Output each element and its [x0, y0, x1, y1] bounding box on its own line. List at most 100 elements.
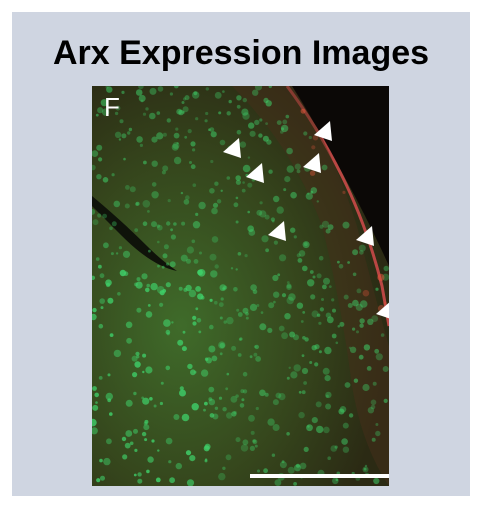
- green-cell-signal: [218, 472, 226, 481]
- green-cell-signal: [99, 458, 103, 463]
- green-cell-signal: [138, 94, 146, 102]
- green-cell-signal: [95, 113, 99, 117]
- green-cell-signal: [352, 327, 356, 331]
- green-cell-signal: [189, 455, 196, 462]
- green-cell-signal: [281, 127, 285, 131]
- green-cell-signal: [255, 356, 261, 362]
- green-cell-signal: [113, 200, 121, 208]
- green-cell-signal: [319, 224, 324, 229]
- green-cell-signal: [92, 313, 97, 321]
- green-cell-signal: [214, 300, 218, 305]
- pial-surface: [285, 86, 389, 327]
- green-cell-signal: [190, 164, 196, 170]
- green-cell-signal: [263, 97, 269, 103]
- green-cell-signal: [122, 454, 128, 460]
- green-cell-signal: [266, 139, 272, 145]
- green-cell-signal: [272, 219, 275, 223]
- green-cell-signal: [235, 220, 239, 224]
- green-cell-signal: [142, 370, 145, 374]
- green-cell-signal: [233, 202, 239, 208]
- green-cell-signal: [173, 132, 180, 139]
- arrowhead-icon: [314, 121, 332, 141]
- green-cell-signal: [118, 138, 122, 141]
- green-cell-signal: [173, 156, 182, 165]
- green-cell-signal: [210, 270, 218, 278]
- green-cell-signal: [190, 141, 196, 147]
- green-cell-signal: [306, 424, 313, 432]
- green-cell-signal: [141, 273, 148, 280]
- green-cell-signal: [362, 466, 369, 473]
- green-cell-signal: [265, 122, 268, 125]
- green-cell-signal: [173, 414, 180, 420]
- green-cell-signal: [281, 460, 285, 464]
- green-cell-signal: [252, 439, 256, 443]
- green-cell-signal: [114, 111, 119, 116]
- green-cell-signal: [286, 165, 294, 173]
- green-cell-signal: [209, 253, 217, 261]
- red-cell-signal: [312, 134, 319, 141]
- green-cell-signal: [214, 91, 222, 99]
- green-cell-signal: [252, 289, 258, 295]
- dark-exterior: [292, 86, 389, 266]
- green-cell-signal: [211, 355, 218, 362]
- green-cell-signal: [186, 479, 195, 486]
- green-cell-signal: [146, 469, 150, 474]
- green-cell-signal: [105, 282, 111, 288]
- green-cell-signal: [325, 228, 331, 234]
- green-cell-signal: [247, 225, 254, 232]
- green-cell-signal: [243, 389, 248, 394]
- green-cell-signal: [235, 179, 241, 185]
- green-cell-signal: [136, 136, 143, 143]
- green-cell-signal: [131, 355, 138, 362]
- green-cell-signal: [204, 459, 208, 463]
- green-cell-signal: [179, 389, 186, 397]
- green-cell-signal: [125, 185, 130, 190]
- green-cell-signal: [278, 325, 285, 332]
- green-cell-signal: [151, 182, 157, 187]
- green-cell-signal: [127, 131, 131, 135]
- green-cell-signal: [310, 294, 316, 300]
- green-cell-signal: [167, 199, 171, 203]
- green-cell-signal: [139, 143, 143, 147]
- green-cell-signal: [173, 86, 179, 89]
- green-cell-signal: [236, 129, 242, 135]
- green-cell-signal: [157, 224, 163, 231]
- green-cell-signal: [327, 456, 331, 461]
- green-cell-signal: [105, 392, 113, 401]
- green-cell-signal: [170, 234, 176, 240]
- green-cell-signal: [316, 200, 319, 203]
- green-cell-signal: [219, 342, 225, 349]
- green-cell-signal: [157, 449, 160, 452]
- green-cell-signal: [245, 316, 249, 320]
- green-cell-signal: [115, 252, 119, 255]
- green-cell-signal: [210, 159, 214, 164]
- green-cell-signal: [225, 387, 229, 391]
- green-cell-signal: [322, 367, 330, 375]
- green-cell-signal: [124, 203, 130, 209]
- green-cell-signal: [244, 254, 248, 258]
- green-cell-signal: [157, 86, 164, 92]
- green-cell-signal: [100, 306, 104, 310]
- green-cell-signal: [209, 188, 215, 194]
- green-cell-signal: [205, 87, 209, 91]
- green-cell-signal: [137, 478, 143, 484]
- green-cell-signal: [240, 389, 245, 394]
- green-cell-signal: [325, 403, 332, 410]
- green-cell-signal: [382, 366, 389, 372]
- green-cell-signal: [180, 191, 184, 195]
- green-cell-signal: [143, 421, 148, 426]
- green-cell-signal: [273, 195, 280, 203]
- green-cell-signal: [192, 148, 196, 152]
- green-cell-signal: [198, 201, 206, 210]
- green-cell-signal: [253, 345, 257, 348]
- green-cell-signal: [272, 274, 279, 282]
- green-cell-signal: [242, 97, 247, 103]
- green-cell-signal: [236, 308, 240, 312]
- green-cell-signal: [133, 428, 138, 434]
- green-cell-signal: [106, 86, 113, 93]
- green-cell-signal: [182, 106, 189, 113]
- green-cell-signal: [144, 419, 149, 424]
- green-cell-signal: [195, 117, 199, 121]
- green-cell-signal: [318, 350, 322, 354]
- green-cell-signal: [286, 283, 292, 289]
